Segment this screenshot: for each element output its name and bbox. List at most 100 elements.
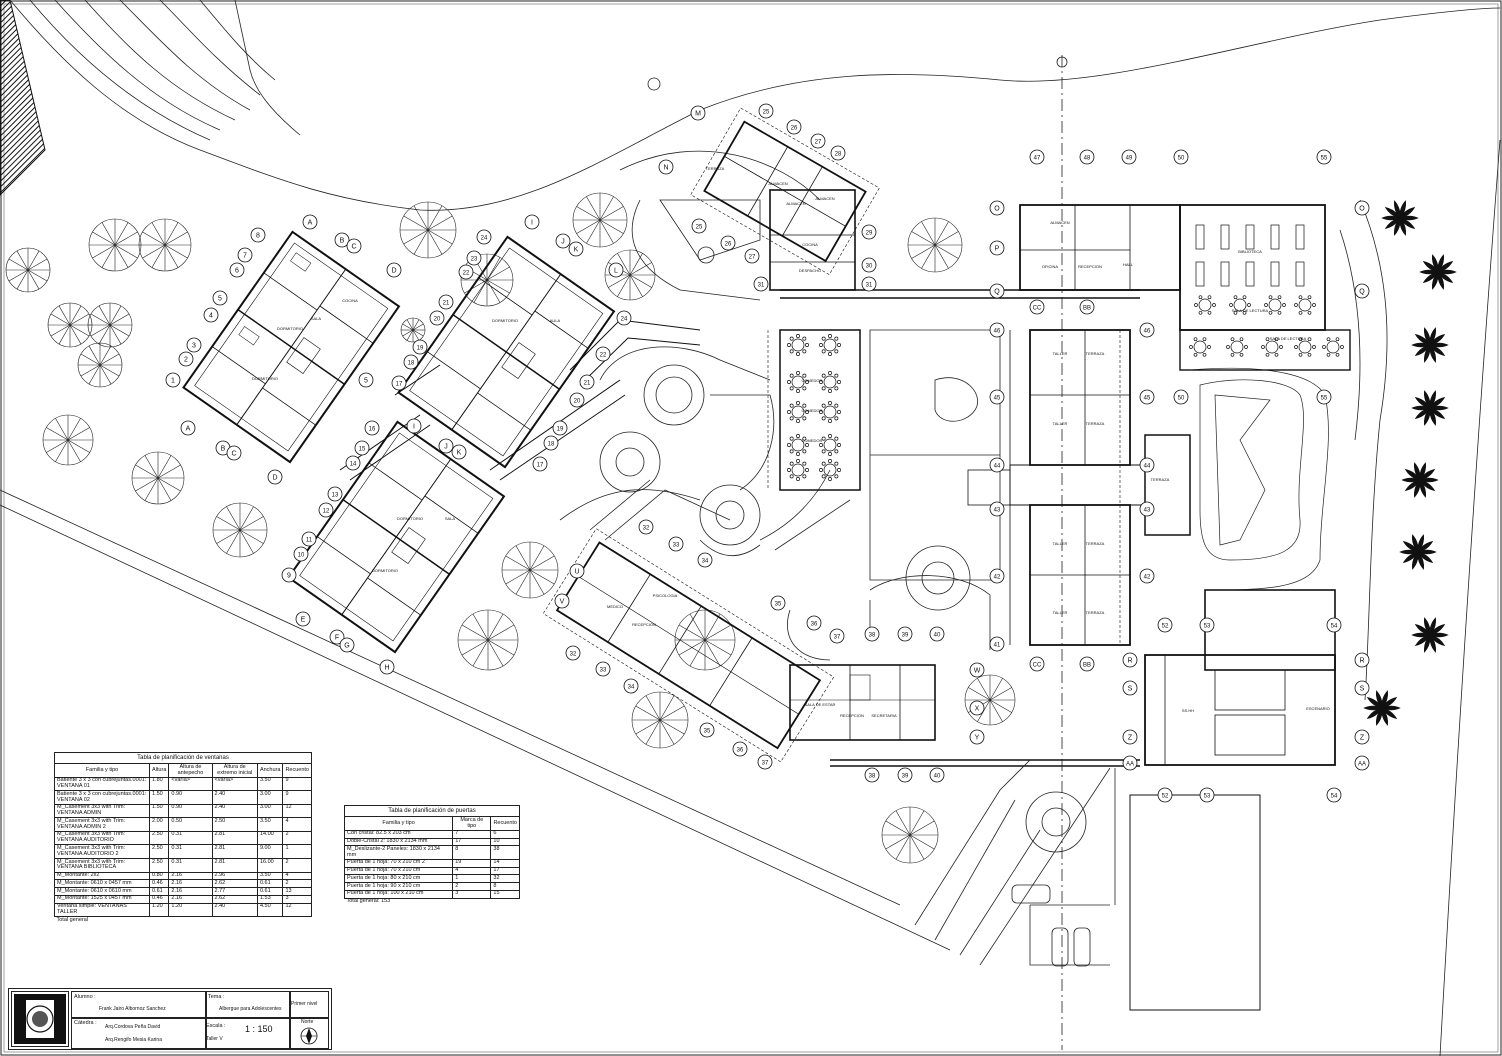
grid-bubble: 52 xyxy=(1157,617,1173,633)
grid-bubble: AA xyxy=(1122,755,1138,771)
grid-bubble: 50 xyxy=(1173,149,1189,165)
grid-bubble-label: S xyxy=(1360,686,1365,693)
catedra-1: Arq.Cordova Peña David xyxy=(105,1024,161,1030)
grid-bubble: BB xyxy=(1079,656,1095,672)
grid-bubble-label: 35 xyxy=(704,729,711,735)
window-schedule-cell: 2.16 xyxy=(168,871,213,881)
grid-bubble-label: 39 xyxy=(902,774,909,780)
grid-bubble: 24 xyxy=(616,310,632,326)
grid-bubble-label: 16 xyxy=(369,427,376,433)
room-label: MEDICO xyxy=(607,604,623,609)
grid-bubble: Q xyxy=(989,283,1005,299)
window-schedule-cell: 3.00 xyxy=(256,803,284,819)
window-schedule-header: Altura de antepecho xyxy=(168,763,213,778)
window-schedule-cell: 9 xyxy=(282,776,312,792)
grid-bubble: 36 xyxy=(732,741,748,757)
dining-hall xyxy=(767,329,861,491)
door-schedule-cell: 32 xyxy=(490,874,520,884)
nivel-value: Primer nivel xyxy=(291,1001,318,1007)
grid-bubble: X xyxy=(969,700,985,716)
window-schedule-cell: 1.50 xyxy=(149,790,170,805)
grid-bubble-label: 48 xyxy=(1084,156,1091,162)
window-schedule-cell: 16.00 xyxy=(256,858,284,873)
grid-bubble: U xyxy=(569,563,585,579)
norte-label: Norte xyxy=(301,1019,314,1025)
grid-bubble-label: 12 xyxy=(323,509,330,515)
window-schedule-row: Batiente 3 x 3 con cubrejuntas.0001: VEN… xyxy=(53,776,312,792)
room-label: DESPACHO xyxy=(799,268,821,273)
library-table-icon xyxy=(1229,295,1251,315)
grid-bubble-label: K xyxy=(574,247,579,254)
grid-bubble-label: 40 xyxy=(934,633,941,639)
grid-bubble-label: 15 xyxy=(359,447,366,453)
library-table-icon xyxy=(1194,295,1216,315)
grid-bubble-label: 31 xyxy=(758,283,765,289)
door-schedule-table: Tabla de planificación de puertas Famili… xyxy=(343,804,520,906)
grid-bubble: 15 xyxy=(354,440,370,456)
plaza-paths xyxy=(559,199,1001,661)
library-table-icon xyxy=(1322,337,1344,357)
grid-bubble-label: 5 xyxy=(364,378,368,385)
window-schedule-cell: 2.96 xyxy=(211,871,258,881)
grid-bubble: 10 xyxy=(293,546,309,562)
grid-bubble-label: 31 xyxy=(866,283,873,289)
window-schedule-header: Recuento xyxy=(282,763,312,778)
door-schedule-cell: 17 xyxy=(490,866,520,876)
grid-bubble-label: X xyxy=(975,706,980,713)
grid-bubble-label: 46 xyxy=(1144,329,1151,335)
grid-bubble-label: 53 xyxy=(1204,624,1211,630)
grid-bubble-label: BB xyxy=(1083,663,1091,669)
grid-bubble: R xyxy=(1122,652,1138,668)
tree-icon xyxy=(47,302,93,348)
grid-bubble: 19 xyxy=(412,339,428,355)
alumno-name: Frank Jairo Albornoz Sanchez xyxy=(99,1006,166,1012)
grid-bubble-label: 30 xyxy=(866,264,873,270)
grid-bubble: 46 xyxy=(989,322,1005,338)
room-label: SALA xyxy=(445,516,456,521)
library-table-icon xyxy=(1264,295,1286,315)
grid-bubble: K xyxy=(568,241,584,257)
grid-bubble: 13 xyxy=(327,486,343,502)
grid-bubble: 42 xyxy=(989,568,1005,584)
dining-table-icon xyxy=(787,434,809,456)
window-schedule-cell: Ventana simple: VENTANAS TALLER xyxy=(53,902,151,918)
room-label: TERRAZA xyxy=(1086,351,1105,356)
tree-icon xyxy=(907,217,963,273)
tree-icon xyxy=(138,218,192,272)
window-schedule-cell: M_Montante: 1525 x 0457 mm xyxy=(53,894,151,904)
grid-bubble-label: J xyxy=(444,444,448,451)
library-table-icon xyxy=(1189,337,1211,357)
grid-bubble-label: 13 xyxy=(332,493,339,499)
window-schedule-cell: 0.90 xyxy=(168,803,213,819)
room-label: HALL xyxy=(1123,262,1134,267)
grid-bubble: 21 xyxy=(438,294,454,310)
grid-bubble-label: S xyxy=(1128,686,1133,693)
room-label: DORMITORIO xyxy=(277,326,303,331)
tree-icon xyxy=(881,806,939,864)
grid-bubble: 54 xyxy=(1326,617,1342,633)
window-schedule-cell: 9 xyxy=(282,790,312,805)
grid-bubble-label: 27 xyxy=(815,140,822,146)
grid-bubble-label: P xyxy=(995,246,1000,253)
room-label: PSICOLOGIA xyxy=(653,593,678,598)
room-label: AULA xyxy=(550,318,561,323)
window-schedule-row: M_Casement 3x3 with Trim: VENTANA AUDITO… xyxy=(53,830,312,846)
grid-bubble-label: 37 xyxy=(834,635,841,641)
grid-bubble-label: 54 xyxy=(1331,794,1338,800)
window-schedule-cell: 2.50 xyxy=(149,830,170,846)
room-label: SALA xyxy=(311,316,322,321)
grid-bubble: 3 xyxy=(186,337,202,353)
room-label: COMEDOR xyxy=(802,408,823,413)
window-schedule-header: Anchura xyxy=(256,763,284,778)
window-schedule-cell: 0.80 xyxy=(149,871,170,881)
dining-table-icon xyxy=(819,434,841,456)
grid-bubble-label: E xyxy=(301,617,306,624)
dormitory-block-3 xyxy=(287,420,506,654)
tree-icon xyxy=(501,541,559,599)
tree-icon xyxy=(400,317,426,343)
nivel-cell xyxy=(289,991,329,1019)
north-arrow-icon xyxy=(300,1027,318,1045)
window-schedule-cell: 2 xyxy=(282,830,312,846)
room-label: TALLER xyxy=(1053,541,1068,546)
